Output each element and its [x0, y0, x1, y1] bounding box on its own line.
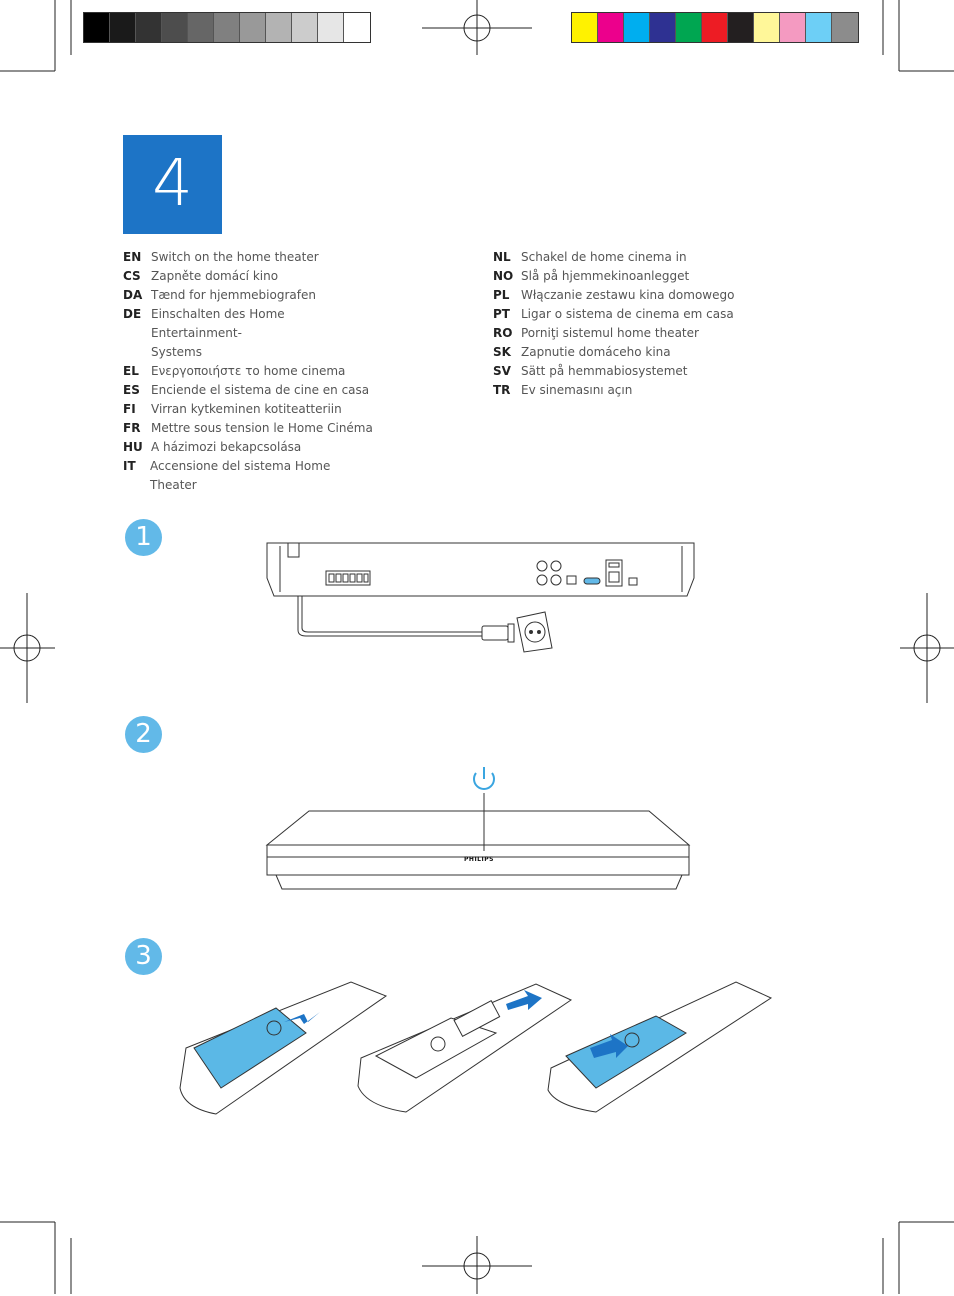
color-swatch	[214, 13, 240, 42]
language-text: Zapněte domácí kino	[151, 269, 279, 283]
language-text: Porniţi sistemul home theater	[521, 326, 699, 340]
language-row: RO Porniţi sistemul home theater	[493, 324, 753, 343]
language-text: Slå på hjemmekinoanlegget	[521, 269, 690, 283]
language-code: RO	[493, 326, 513, 340]
language-text: Ενεργοποιήστε το home cinema	[151, 364, 346, 378]
language-text: Włączanie zestawu kina domowego	[521, 288, 735, 302]
language-code: EL	[123, 364, 139, 378]
language-list-right: NL Schakel de home cinema in NO Slå på hjem…	[493, 248, 753, 400]
language-text: Ev sinemasını açın	[521, 383, 633, 397]
substep-badge-1: 1	[125, 519, 162, 556]
color-swatch	[84, 13, 110, 42]
color-swatch	[188, 13, 214, 42]
color-swatch	[240, 13, 266, 42]
color-swatch	[162, 13, 188, 42]
remote-battery-illustration	[179, 981, 773, 1115]
language-row: NL Schakel de home cinema in	[493, 248, 753, 267]
color-swatch	[572, 13, 598, 42]
registration-mark-top	[422, 0, 532, 55]
step-number-box: 4	[123, 135, 222, 234]
color-swatch	[344, 13, 370, 42]
language-text: Sätt på hemmabiosystemet	[521, 364, 688, 378]
language-row: HU A házimozi bekapcsolása	[123, 438, 373, 457]
language-text: Schakel de home cinema in	[521, 250, 687, 264]
language-row: NO Slå på hjemmekinoanlegget	[493, 267, 753, 286]
language-text: A házimozi bekapcsolása	[151, 440, 302, 454]
language-code: NO	[493, 269, 514, 283]
language-code: HU	[123, 440, 143, 454]
unit-front-power-illustration	[265, 767, 691, 890]
language-code: FI	[123, 402, 136, 416]
color-swatch	[110, 13, 136, 42]
language-text: Enciende el sistema de cine en casa	[151, 383, 370, 397]
language-row: CS Zapněte domácí kino	[123, 267, 373, 286]
language-code: SK	[493, 345, 511, 359]
language-row: ES Enciende el sistema de cine en casa	[123, 381, 373, 400]
language-code: DA	[123, 288, 143, 302]
language-row: TR Ev sinemasını açın	[493, 381, 753, 400]
language-code: SV	[493, 364, 511, 378]
color-swatch	[624, 13, 650, 42]
language-text: Virran kytkeminen kotiteatteriin	[151, 402, 342, 416]
language-code: NL	[493, 250, 511, 264]
color-swatch	[728, 13, 754, 42]
color-swatch	[780, 13, 806, 42]
language-row: EN Switch on the home theater	[123, 248, 373, 267]
language-row: FR Mettre sous tension le Home Cinéma	[123, 419, 373, 438]
language-code: PT	[493, 307, 510, 321]
language-row: DE Einschalten des Home Entertainment-Sys…	[123, 305, 373, 362]
color-swatch-bar	[571, 12, 859, 43]
language-row: FI Virran kytkeminen kotiteatteriin	[123, 400, 373, 419]
registration-mark-bottom	[422, 1236, 532, 1294]
language-text: Ligar o sistema de cinema em casa	[521, 307, 734, 321]
language-code: TR	[493, 383, 511, 397]
language-code: FR	[123, 421, 141, 435]
language-code: DE	[123, 307, 142, 321]
registration-mark-right	[900, 593, 954, 703]
color-swatch	[598, 13, 624, 42]
language-code: PL	[493, 288, 510, 302]
substep-badge-3: 3	[125, 938, 162, 975]
language-code: EN	[123, 250, 142, 264]
language-code: ES	[123, 383, 140, 397]
color-swatch	[832, 13, 858, 42]
language-text: Accensione del sistema Home Theater	[150, 459, 331, 492]
language-text: Zapnutie domáceho kina	[521, 345, 671, 359]
brand-logo: PHILIPS	[464, 856, 494, 863]
language-row: PT Ligar o sistema de cinema em casa	[493, 305, 753, 324]
language-row: SV Sätt på hemmabiosystemet	[493, 362, 753, 381]
language-row: PL Włączanie zestawu kina domowego	[493, 286, 753, 305]
color-swatch	[806, 13, 832, 42]
language-text: Mettre sous tension le Home Cinéma	[151, 421, 373, 435]
language-row: SK Zapnutie domáceho kina	[493, 343, 753, 362]
color-swatch	[266, 13, 292, 42]
unit-rear-power-illustration	[266, 542, 695, 653]
language-text: Einschalten des Home Entertainment-Syste…	[151, 307, 285, 359]
color-swatch	[292, 13, 318, 42]
language-row: DA Tænd for hjemmebiografen	[123, 286, 373, 305]
color-swatch	[136, 13, 162, 42]
language-text: Switch on the home theater	[151, 250, 319, 264]
gray-swatch-bar	[83, 12, 371, 43]
color-swatch	[754, 13, 780, 42]
color-swatch	[702, 13, 728, 42]
language-code: IT	[123, 459, 136, 473]
color-swatch	[676, 13, 702, 42]
power-icon	[473, 767, 495, 790]
language-row: EL Ενεργοποιήστε το home cinema	[123, 362, 373, 381]
language-text: Tænd for hjemmebiografen	[151, 288, 316, 302]
substep-badge-2: 2	[125, 716, 162, 753]
color-swatch	[318, 13, 344, 42]
color-swatch	[650, 13, 676, 42]
language-row: IT Accensione del sistema Home Theater	[123, 457, 373, 495]
registration-mark-left	[0, 593, 55, 703]
language-code: CS	[123, 269, 141, 283]
